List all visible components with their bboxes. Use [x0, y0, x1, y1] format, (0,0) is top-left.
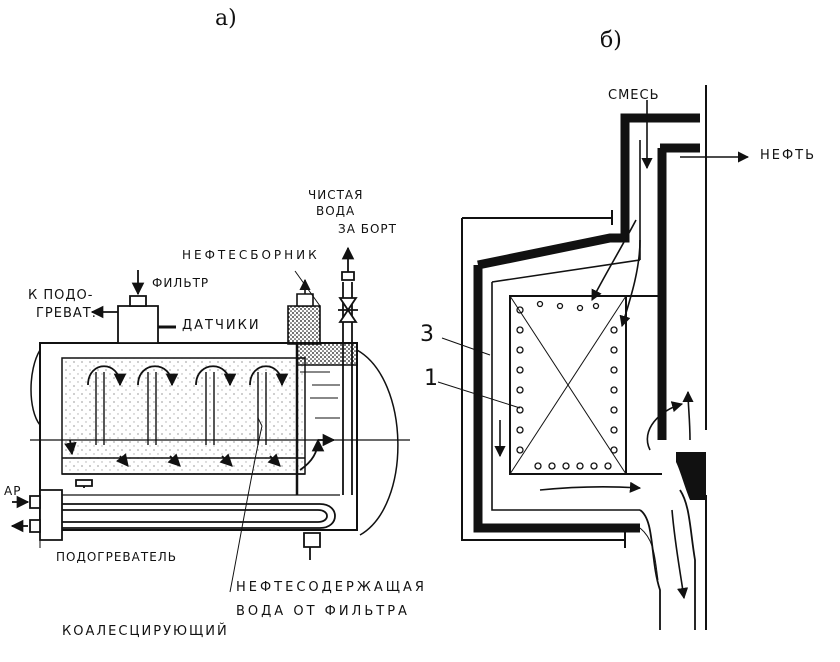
tank-right-cap: [357, 350, 398, 535]
clean-water-outlet: [338, 246, 358, 495]
panel-a-leaders: [40, 418, 262, 592]
clean-water-label-1: ЧИСТАЯ: [308, 188, 364, 202]
coalescing-elements: [64, 366, 336, 470]
outlet-block: [676, 452, 706, 500]
coalescing-chamber: [62, 358, 305, 474]
heater-label: ПОДОГРЕВАТЕЛЬ: [56, 550, 178, 564]
oil-label: НЕФТЬ: [760, 148, 817, 163]
air-label: АР: [4, 484, 22, 498]
clean-water-label-2: ВОДА: [316, 204, 356, 218]
panel-a-separator: [30, 343, 410, 535]
mixture-label: СМЕСЬ: [608, 88, 660, 103]
panel-b-flow-arrows: [438, 100, 750, 600]
to-heater-label-2: ГРЕВАТ.: [36, 306, 97, 321]
oily-water-label-2: ВОДА ОТ ФИЛЬТРА: [236, 604, 410, 619]
to-heater-label: К ПОДО-: [28, 288, 94, 303]
panel-a-letter: а): [215, 6, 237, 31]
filter-cartridge: [510, 296, 662, 474]
heater-unit: [10, 480, 335, 560]
sensors-label: ДАТЧИКИ: [182, 318, 261, 333]
clean-water-label-3: ЗА БОРТ: [338, 222, 397, 236]
panel-b-letter: б): [600, 28, 622, 53]
tank-body: [40, 343, 357, 530]
oil-collector-label: НЕФТЕСБОРНИК: [182, 248, 320, 262]
coalescing-label: КОАЛЕСЦИРУЮЩИЙ: [62, 624, 229, 639]
oil-collector: [288, 271, 357, 365]
oily-water-label-1: НЕФТЕСОДЕРЖАЩАЯ: [236, 580, 427, 595]
ref-3-label: 3: [420, 322, 434, 347]
filter-label: ФИЛЬТР: [152, 276, 210, 290]
tank-left-cap: [31, 350, 40, 425]
ref-1-label: 1: [424, 366, 438, 391]
filter-unit: [90, 270, 176, 343]
